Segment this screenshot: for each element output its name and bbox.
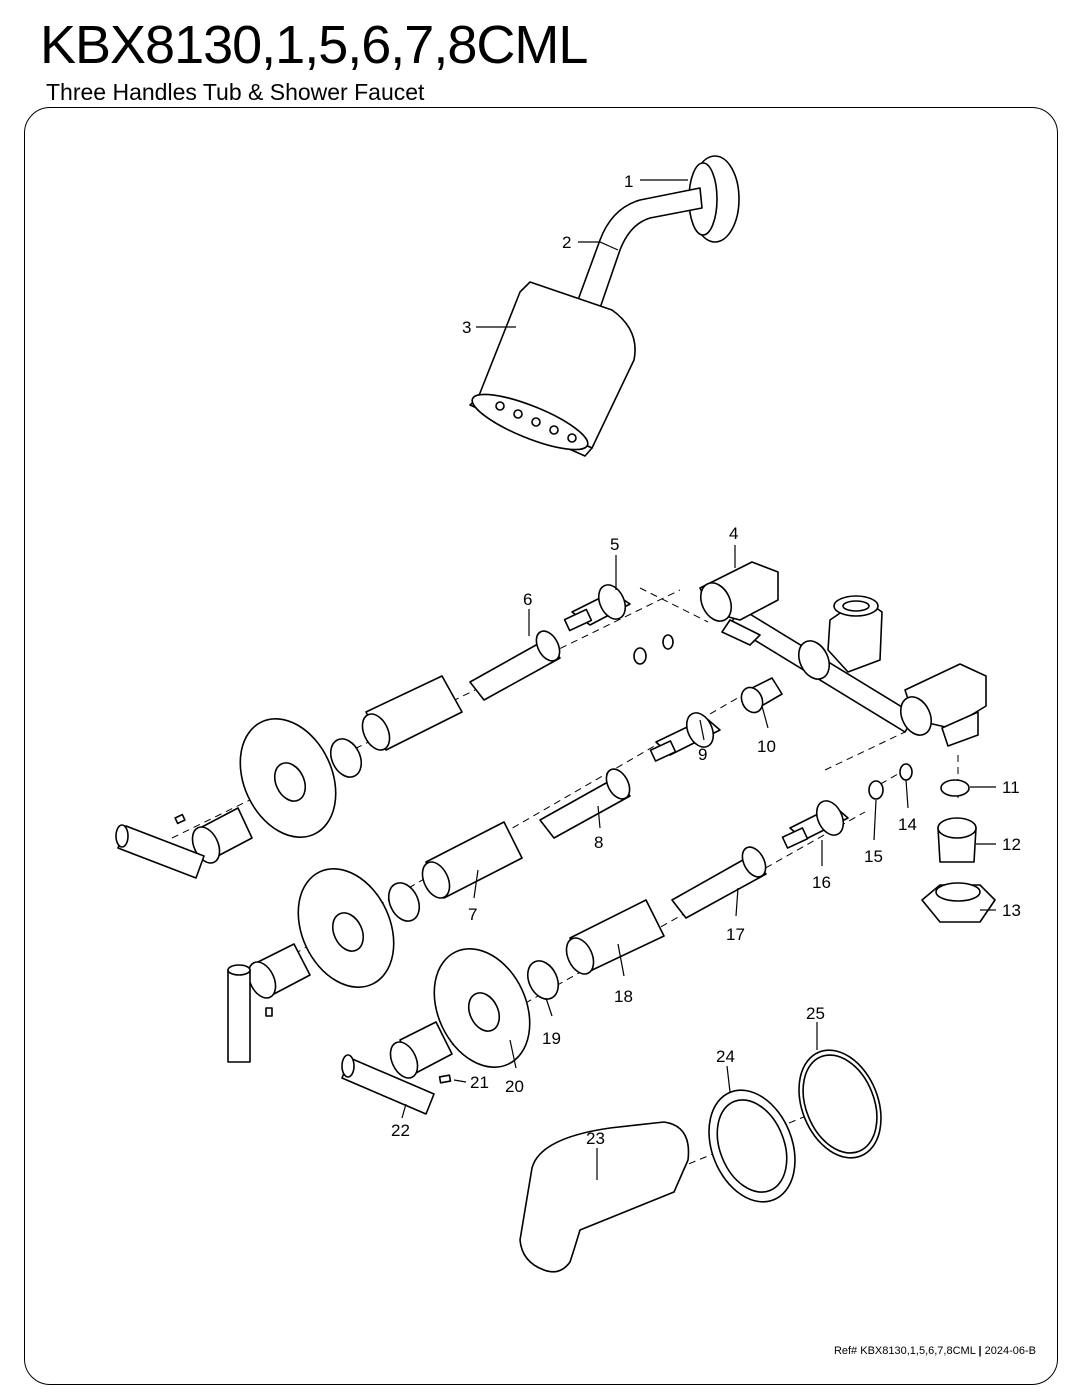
part-stem-extension-top — [469, 630, 561, 701]
part-stem-extension-middle — [539, 768, 631, 839]
callout-9: 9 — [698, 745, 707, 764]
callout-11: 11 — [1002, 778, 1020, 797]
callout-16: 16 — [812, 873, 831, 892]
callout-22: 22 — [391, 1121, 410, 1140]
callout-14: 14 — [898, 815, 917, 834]
callout-21: 21 — [470, 1073, 489, 1092]
ref-prefix: Ref# — [833, 1345, 858, 1357]
model-title: KBX8130,1,5,6,7,8CML — [40, 15, 588, 75]
part-tub-spout — [519, 1121, 690, 1273]
part-handle-bottom — [341, 1021, 453, 1115]
part-valve-body — [699, 561, 987, 747]
part-cartridge-middle — [649, 712, 721, 762]
ref-model: KBX8130,1,5,6,7,8CML — [860, 1345, 976, 1357]
diagram-frame — [24, 107, 1058, 1385]
part-set-screws — [174, 813, 452, 1084]
ref-revision: 2024-06-B — [984, 1345, 1036, 1357]
callout-19: 19 — [542, 1029, 561, 1048]
part-sleeve-top — [361, 675, 463, 751]
callout-5: 5 — [610, 535, 619, 554]
callout-7: 7 — [468, 905, 477, 924]
part-handle-top — [115, 807, 253, 879]
part-seats-springs — [633, 634, 913, 800]
callout-numbers: 1 2 3 4 5 6 7 8 9 10 11 12 13 14 15 16 1… — [391, 172, 1021, 1148]
callout-24: 24 — [716, 1047, 735, 1066]
part-stem-extension-bottom — [671, 846, 767, 919]
callout-20: 20 — [505, 1077, 524, 1096]
callout-12: 12 — [1002, 835, 1021, 854]
part-o-rings — [329, 738, 560, 1000]
part-shower-arm — [577, 187, 703, 309]
callout-1: 1 — [624, 172, 633, 191]
callout-4: 4 — [729, 524, 738, 543]
callout-8: 8 — [594, 833, 603, 852]
reference-line: Ref# KBX8130,1,5,6,7,8CML | 2024-06-B — [834, 1344, 1036, 1358]
part-spout-rings — [708, 1049, 882, 1203]
part-shower-head — [469, 281, 636, 457]
callout-15: 15 — [864, 847, 883, 866]
ref-separator: | — [978, 1345, 982, 1357]
callout-17: 17 — [726, 925, 745, 944]
callout-23: 23 — [586, 1129, 605, 1148]
part-sleeve-middle — [421, 821, 523, 899]
part-diverter-cap — [740, 677, 783, 714]
part-supply-fittings — [921, 779, 996, 923]
callout-leader-lines — [401, 179, 996, 1180]
part-escutcheons — [239, 718, 531, 1068]
callout-10: 10 — [757, 737, 776, 756]
callout-25: 25 — [806, 1004, 825, 1023]
part-cartridge-bottom — [781, 800, 849, 849]
part-sleeve-bottom — [565, 899, 665, 975]
part-cartridge-top — [563, 584, 631, 632]
model-subtitle: Three Handles Tub & Shower Faucet — [46, 79, 425, 105]
callout-6: 6 — [523, 590, 532, 609]
callout-13: 13 — [1002, 901, 1021, 920]
part-handle-middle — [227, 943, 311, 1063]
callout-2: 2 — [562, 233, 571, 252]
callout-3: 3 — [462, 318, 471, 337]
callout-18: 18 — [614, 987, 633, 1006]
